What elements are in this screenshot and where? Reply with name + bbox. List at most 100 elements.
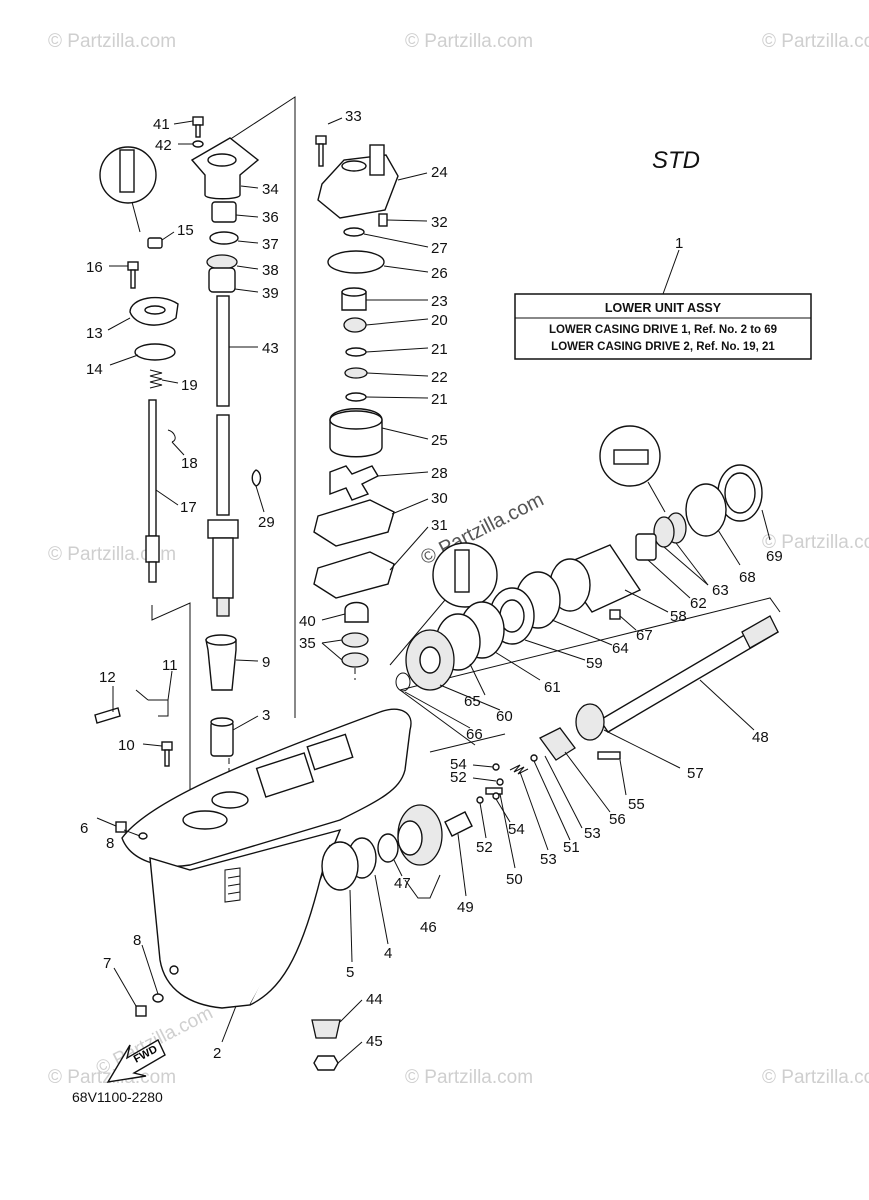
callout-52-upper: 52 — [450, 769, 467, 786]
callout-21-lower: 21 — [431, 391, 448, 408]
callout-5: 5 — [346, 964, 354, 981]
callout-34: 34 — [262, 181, 279, 198]
assembly-outline-lines — [151, 96, 781, 800]
leader-lines — [96, 117, 771, 1064]
part-43-shaft-upper — [216, 295, 230, 407]
info-box-frame — [514, 293, 812, 360]
casing-drain-hole — [169, 965, 179, 975]
callout-labels: 1 2 3 4 5 6 7 8 8 9 10 11 12 13 14 15 16… — [80, 108, 783, 1062]
part-53-spring — [509, 764, 529, 775]
part-30-plate — [313, 499, 395, 547]
part-35-seal-upper — [341, 632, 369, 648]
part-51-ball — [530, 754, 538, 762]
callout-8-upper: 8 — [106, 835, 114, 852]
casing-bore-center — [211, 791, 249, 809]
callout-45: 45 — [366, 1033, 383, 1050]
callout-14: 14 — [86, 361, 103, 378]
part-28-impeller — [329, 465, 379, 501]
part-17-shift-rod — [148, 399, 157, 537]
casing-water-passage-2 — [306, 733, 354, 771]
part-14-o-ring — [134, 343, 176, 361]
part-22-washer — [344, 367, 368, 379]
part-35-seal-lower — [341, 652, 369, 668]
callout-41: 41 — [153, 116, 170, 133]
part-41-bolt-head — [192, 116, 204, 126]
watermark-bottom-center: © Partzilla.com — [405, 1067, 533, 1088]
callout-32: 32 — [431, 214, 448, 231]
part-18-clip — [167, 429, 176, 443]
part-66-clip — [395, 672, 411, 692]
callout-29: 29 — [258, 514, 275, 531]
part-16-bolt — [127, 261, 139, 271]
callout-66: 66 — [466, 726, 483, 743]
callout-19: 19 — [181, 377, 198, 394]
callout-33: 33 — [345, 108, 362, 125]
watermark-bottom-right: © Partzilla.com — [762, 1067, 869, 1088]
propshaft-group-outline-left — [399, 689, 476, 746]
callout-42: 42 — [155, 137, 172, 154]
part-32-pin — [378, 213, 388, 227]
lower-unit-assy-box: LOWER UNIT ASSY LOWER CASING DRIVE 1, Re… — [514, 249, 812, 360]
callout-13: 13 — [86, 325, 103, 342]
part-49-plunger — [444, 811, 473, 837]
callout-47: 47 — [394, 875, 411, 892]
part-39-sleeve — [208, 267, 236, 293]
watermark-top-center: © Partzilla.com — [405, 31, 533, 52]
callout-16: 16 — [86, 259, 103, 276]
callout-2: 2 — [213, 1045, 221, 1062]
callout-11: 11 — [162, 657, 178, 674]
part-34-bore — [207, 153, 237, 167]
callout-18: 18 — [181, 455, 198, 472]
callout-65: 65 — [464, 693, 481, 710]
callout-60: 60 — [496, 708, 513, 725]
part-37-o-ring — [209, 231, 239, 245]
part-21-washer-upper — [345, 347, 367, 357]
part-9-top — [205, 634, 237, 646]
callout-15: 15 — [177, 222, 194, 239]
callout-43: 43 — [262, 340, 279, 357]
callout-49: 49 — [457, 899, 474, 916]
callout-36: 36 — [262, 209, 279, 226]
watermark-mid-right: © Partzilla.com — [762, 532, 869, 553]
callout-57: 57 — [687, 765, 704, 782]
part-15-bushing — [147, 237, 163, 249]
part-20-seal — [343, 317, 367, 333]
callout-48: 48 — [752, 729, 769, 746]
part-57-clutch — [575, 703, 605, 741]
callout-53-lower: 53 — [540, 851, 557, 868]
callout-53-upper: 53 — [584, 825, 601, 842]
part-45-nut — [313, 1055, 339, 1071]
diagram-code: 68V1100-2280 — [72, 1089, 163, 1105]
part-33-bolt — [315, 135, 327, 145]
part-8-washer-upper — [138, 832, 148, 840]
callout-61: 61 — [544, 679, 561, 696]
part-62-bearing — [635, 533, 657, 561]
fwd-arrow-shape — [106, 1039, 166, 1083]
info-box-line-2: LOWER CASING DRIVE 2, Ref. No. 19, 21 — [551, 341, 775, 353]
part-52-ball-lower — [476, 796, 484, 804]
propeller-shaft-parts — [311, 464, 779, 1071]
std-label: STD — [652, 147, 700, 174]
callout-8-lower: 8 — [133, 932, 141, 949]
propshaft-group-outline-top — [399, 597, 781, 691]
part-8-washer-lower — [152, 993, 164, 1003]
shift-rod-group-outline — [151, 602, 191, 790]
part-48-shaft-spline — [741, 615, 779, 649]
callout-24: 24 — [431, 164, 448, 181]
part-38-seal — [206, 254, 238, 270]
lower-casing — [121, 708, 412, 1009]
driveshaft-parts — [190, 116, 262, 757]
callout-59: 59 — [586, 655, 603, 672]
watermark-top-right: © Partzilla.com — [762, 31, 869, 52]
callout-1: 1 — [675, 235, 683, 252]
callout-26: 26 — [431, 265, 448, 282]
callout-21-upper: 21 — [431, 341, 448, 358]
callout-35: 35 — [299, 635, 316, 652]
callout-39: 39 — [262, 285, 279, 302]
part-9-sleeve — [205, 639, 237, 691]
callout-4: 4 — [384, 945, 392, 962]
part-12-bolt — [94, 707, 121, 724]
callout-30: 30 — [431, 490, 448, 507]
part-54-ball-upper — [492, 763, 500, 771]
